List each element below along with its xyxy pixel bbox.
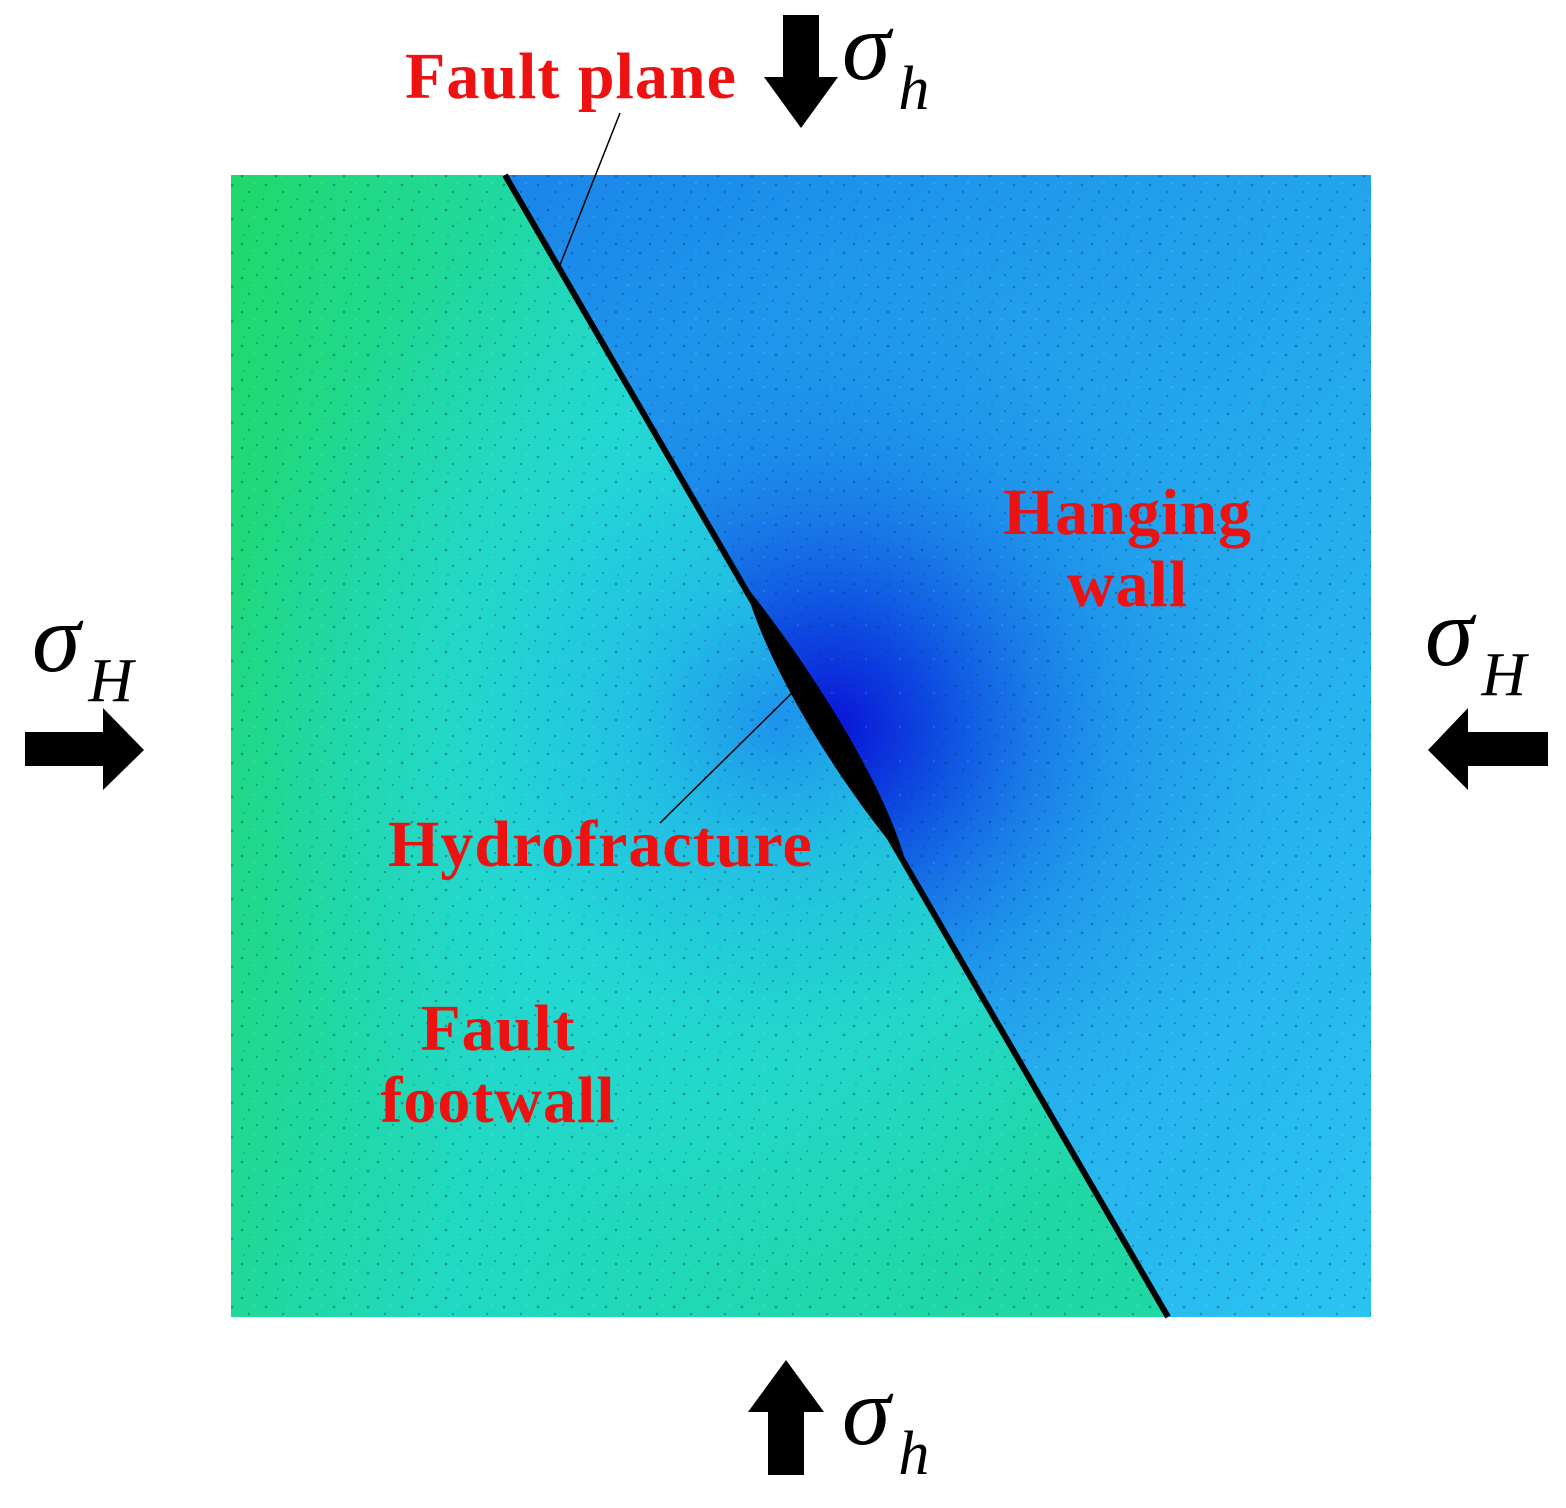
sigma-symbol: σ [32, 585, 81, 693]
arrow-left-icon [1428, 708, 1548, 790]
sigma-subscript: h [898, 1420, 930, 1488]
sigma-subscript: H [88, 647, 134, 715]
sigma-symbol: σ [1425, 579, 1474, 687]
hanging-wall-label-line2: wall [1066, 548, 1189, 621]
arrow-right-icon [25, 708, 144, 790]
sigma-symbol: σ [842, 0, 891, 101]
arrow-up-icon [748, 1360, 824, 1475]
sigma-symbol: σ [842, 1358, 891, 1466]
rock-sample-block [231, 175, 1371, 1317]
fault-plane-leader-line [559, 112, 621, 266]
arrow-down-icon [764, 15, 838, 128]
fault-footwall-label-line1: Fault [420, 992, 576, 1065]
hanging-wall-label: Hanging wall [1000, 480, 1255, 618]
fault-footwall-label: Fault footwall [378, 996, 618, 1134]
sigma-subscript: H [1481, 641, 1527, 709]
particle-texture [231, 175, 1371, 1317]
fault-footwall-label-line2: footwall [380, 1064, 616, 1137]
sigma-subscript: h [898, 55, 930, 123]
fault-plane-label: Fault plane [405, 40, 737, 113]
hanging-wall-label-line1: Hanging [1002, 476, 1253, 549]
hydrofracture-leader-line [659, 689, 796, 824]
hydrofracture-shape [745, 585, 905, 860]
hydrofracture-label: Hydrofracture [388, 808, 813, 881]
